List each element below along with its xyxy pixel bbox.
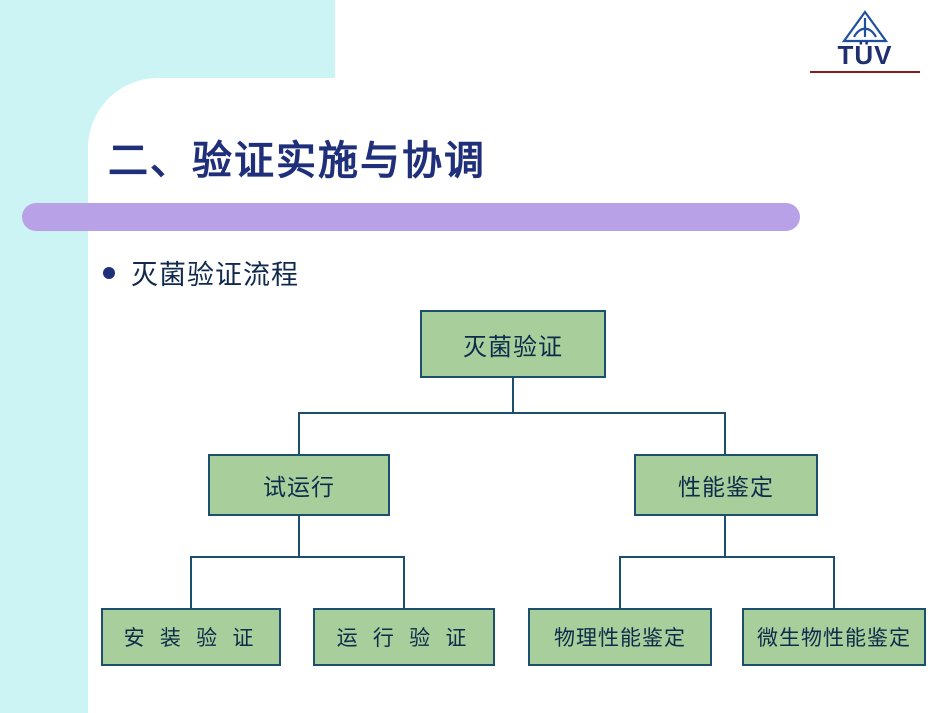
flow-diagram: 灭菌验证 试运行 性能鉴定 安 装 验 证 运 行 验 证 物理性能鉴定 微生物… [88, 290, 950, 690]
connector-to-l2a [190, 556, 192, 608]
node-physical-performance: 物理性能鉴定 [528, 608, 712, 666]
background-accent-left [0, 0, 88, 713]
background-main-panel [88, 78, 950, 713]
tuv-wordmark: TÜV [837, 40, 893, 70]
connector-l1b-bus [619, 556, 834, 558]
page-title: 二、验证实施与协调 [108, 138, 486, 183]
node-installation-qualification: 安 装 验 证 [101, 608, 281, 666]
node-performance-qualification: 性能鉴定 [634, 454, 818, 516]
connector-to-l2d [833, 556, 835, 608]
node-microbiological-performance: 微生物性能鉴定 [742, 608, 926, 666]
connector-l1a-bus [190, 556, 404, 558]
node-root: 灭菌验证 [420, 310, 606, 378]
connector-level1-bus [298, 412, 724, 414]
logo-underline [810, 71, 920, 73]
connector-root-down [512, 378, 514, 412]
connector-to-l1b [724, 412, 726, 454]
bullet-dot-icon [103, 266, 115, 279]
title-accent-bar [22, 203, 800, 231]
node-trial-run: 试运行 [208, 454, 390, 516]
connector-l1b-down [724, 516, 726, 556]
connector-to-l2b [403, 556, 405, 608]
connector-to-l1a [298, 412, 300, 454]
connector-l1a-down [298, 516, 300, 556]
bullet-item: 灭菌验证流程 [103, 253, 299, 292]
node-operational-qualification: 运 行 验 证 [313, 608, 495, 666]
tuv-logo: TÜV [810, 8, 920, 73]
tuv-triangle-icon [841, 10, 889, 43]
connector-to-l2c [619, 556, 621, 608]
bullet-label: 灭菌验证流程 [131, 260, 299, 290]
